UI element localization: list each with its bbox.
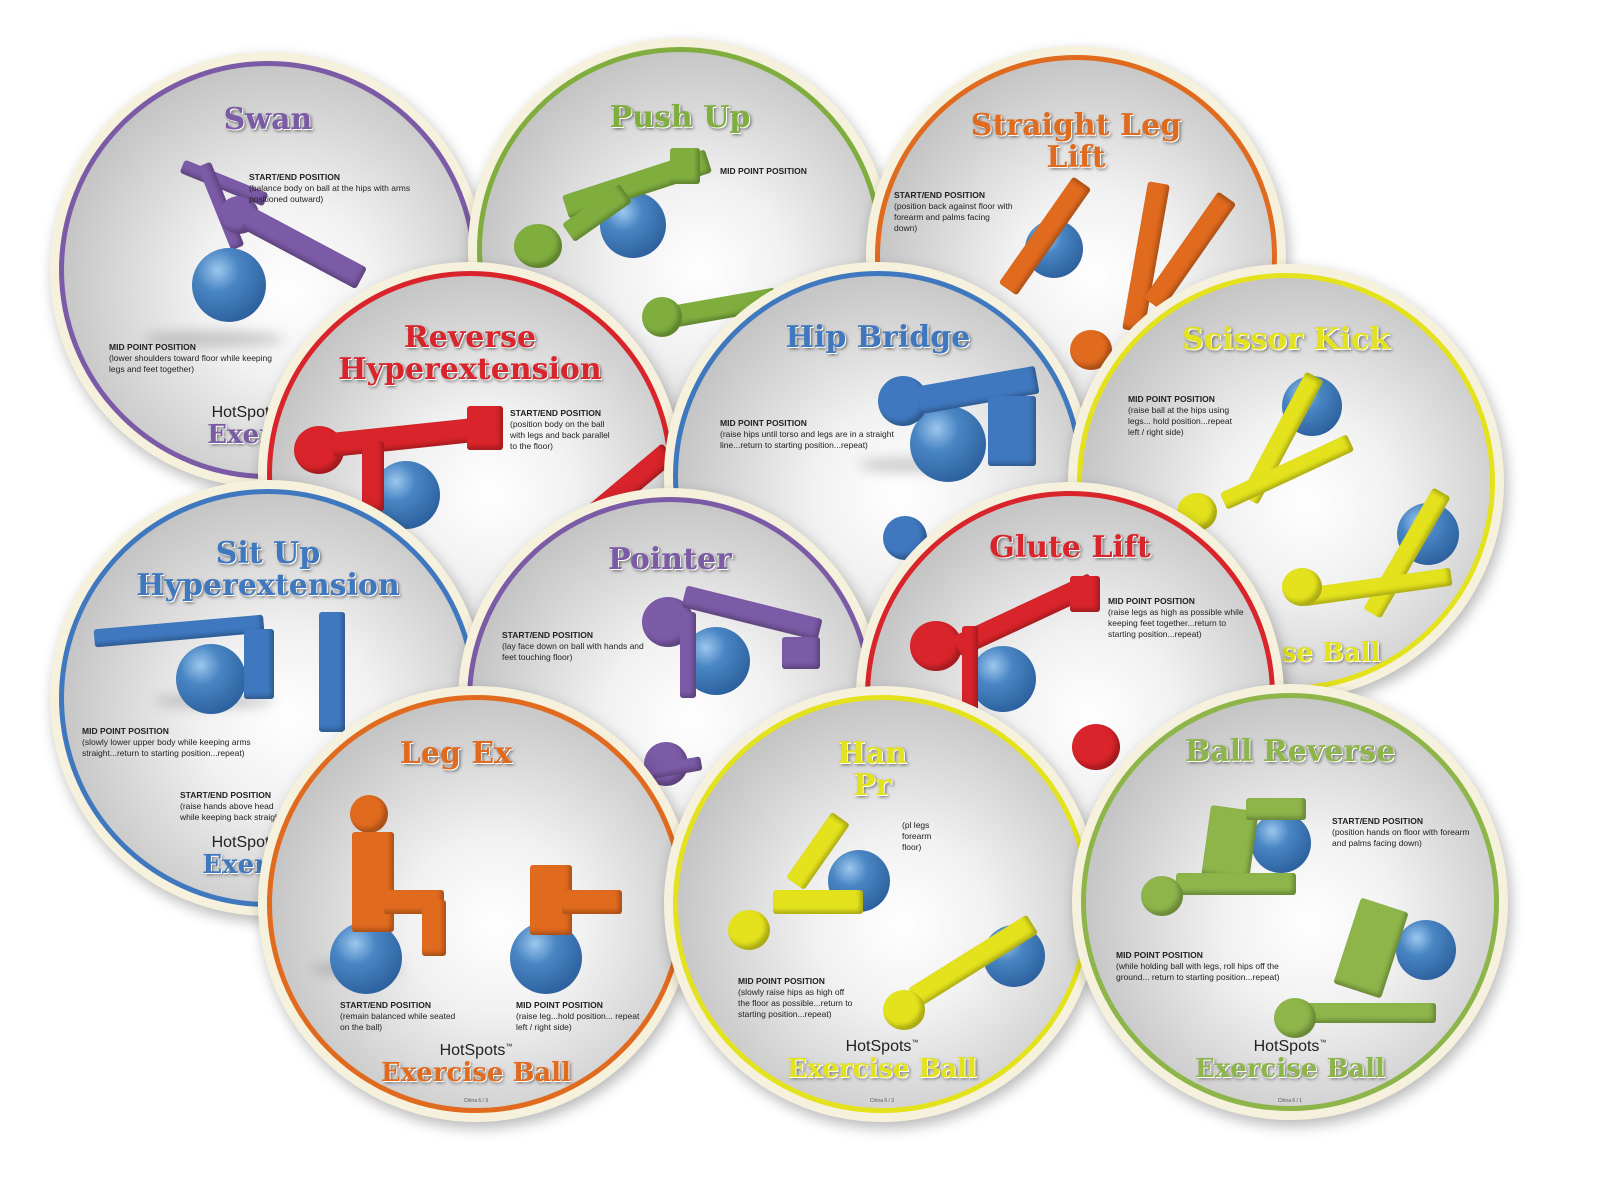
brand-logo: HotSpots™ Exercise Ball	[786, 1038, 978, 1084]
step-mid-point: MID POINT POSITION(while holding ball wi…	[1116, 950, 1280, 982]
exercise-ball-icon	[1396, 920, 1456, 980]
step-mid-point: MID POINT POSITION	[720, 166, 807, 176]
exercise-ball-icon	[330, 922, 402, 994]
figure-head-icon	[728, 910, 770, 950]
figure-arm-icon	[362, 441, 384, 511]
step-start-end: (pl legs forearm floor)	[902, 820, 932, 852]
disc-leg-extension: Leg Ex START/END POSITION(remain balance…	[258, 686, 694, 1122]
step-mid-point: MID POINT POSITION(slowly raise hips as …	[738, 976, 853, 1019]
brand-logo: se Ball	[1281, 638, 1381, 668]
figure-body-icon	[773, 890, 863, 914]
exercise-ball-icon	[970, 646, 1036, 712]
figure-leg-icon	[562, 890, 622, 914]
figure-foot-icon	[1246, 798, 1306, 820]
figure-head-icon	[642, 297, 682, 337]
figure-head-icon	[1072, 724, 1120, 770]
disc-footer: China 6 / 3	[463, 1098, 489, 1104]
step-start-end: START/END POSITION(raise hands above hea…	[180, 790, 280, 822]
figure-body-icon	[319, 612, 345, 732]
step-mid-point: MID POINT POSITION(lower shoulders towar…	[109, 342, 272, 374]
step-start-end: START/END POSITION(position hands on flo…	[1332, 816, 1470, 848]
figure-leg-icon	[244, 629, 274, 699]
figure-foot-icon	[467, 406, 503, 450]
brand-logo: HotSpots™ Exercise Ball	[380, 1042, 572, 1088]
figure-head-icon	[350, 795, 388, 833]
step-start-end: START/END POSITION(balance body on ball …	[249, 172, 411, 204]
disc-title: Push Up	[609, 100, 751, 135]
disc-title: Leg Ex	[399, 736, 513, 771]
figure-leg-icon	[422, 900, 446, 956]
disc-title: Scissor Kick	[1182, 322, 1390, 357]
figure-head-icon	[1274, 998, 1316, 1038]
figure-body-icon	[1296, 1003, 1436, 1023]
exercise-ball-icon	[192, 248, 266, 322]
exercise-ball-icon	[176, 644, 246, 714]
step-start-end: START/END POSITION(position back against…	[894, 190, 1013, 233]
exercise-ball-icon	[910, 406, 986, 482]
figure-arm-icon	[680, 612, 696, 698]
disc-title: Pointer	[608, 542, 732, 577]
step-start-end: START/END POSITION(lay face down on ball…	[502, 630, 644, 662]
brand-logo: HotSpots™ Exercise Ball	[1194, 1038, 1386, 1084]
disc-title: Glute Lift	[989, 530, 1151, 565]
figure-foot-icon	[782, 637, 820, 669]
figure-head-icon	[910, 621, 962, 671]
figure-leg-icon	[988, 396, 1036, 466]
figure-foot-icon	[1070, 576, 1100, 612]
figure-body-icon	[352, 832, 394, 932]
step-mid-point: MID POINT POSITION(raise hips until tors…	[720, 418, 894, 450]
disc-footer: China 6 / 3	[869, 1098, 895, 1104]
exercise-ball-icon	[1251, 813, 1311, 873]
figure-head-icon	[883, 990, 925, 1030]
step-mid-point: MID POINT POSITION(slowly lower upper bo…	[82, 726, 251, 758]
figure-arm-icon	[962, 626, 978, 726]
figure-body-icon	[1176, 873, 1296, 895]
step-mid-point: MID POINT POSITION(raise ball at the hip…	[1128, 394, 1232, 437]
disc-footer: China 6 / 1	[1277, 1098, 1303, 1104]
disc-title: Hip Bridge	[785, 320, 971, 355]
disc-title: Swan	[223, 102, 313, 137]
step-start-end: START/END POSITION(position body on the …	[510, 408, 610, 451]
figure-head-icon	[1141, 876, 1183, 916]
step-mid-point: MID POINT POSITION(raise legs as high as…	[1108, 596, 1244, 639]
figure-head-icon	[514, 224, 562, 268]
step-start-end: START/END POSITION(remain balanced while…	[340, 1000, 456, 1032]
disc-ball-reverse: Ball Reverse START/END POSITION(position…	[1072, 684, 1508, 1120]
step-mid-point: MID POINT POSITION(raise leg...hold posi…	[516, 1000, 640, 1032]
disc-title: Ball Reverse	[1184, 734, 1396, 769]
figure-body-icon	[93, 614, 265, 648]
figure-arm-icon	[670, 148, 700, 184]
figure-head-icon	[1282, 568, 1322, 606]
